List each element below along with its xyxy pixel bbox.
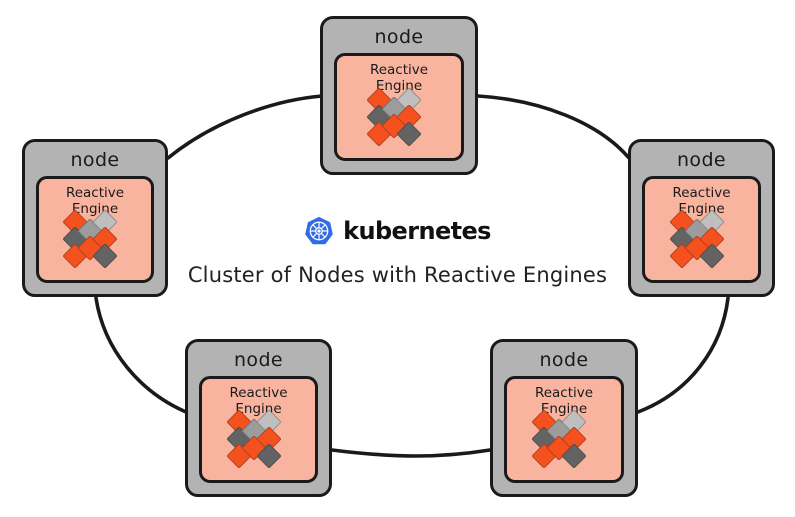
node-label: node	[374, 26, 424, 48]
diagram-title: Cluster of Nodes with Reactive Engines	[187, 263, 608, 287]
reactive-engine-panel[interactable]: Reactive Engine	[504, 376, 624, 483]
edge-left-to-top	[166, 94, 324, 160]
diamond-lattice	[225, 409, 290, 469]
node-label: node	[70, 149, 120, 171]
diamond-lattice	[531, 409, 595, 469]
kubernetes-wordmark: kubernetes	[343, 217, 491, 245]
edge-top-to-right	[476, 94, 631, 160]
reactive-engine-panel[interactable]: Reactive Engine	[199, 376, 318, 483]
diamond-lattice	[366, 87, 430, 147]
diamond-lattice	[62, 209, 126, 269]
edge-bottom-left-to-bottom-right	[330, 448, 492, 458]
center-block: kubernetes Cluster of Nodes with Reactiv…	[0, 214, 795, 287]
edge-left-to-bottom-left	[94, 296, 188, 414]
reactive-engine-panel[interactable]: Reactive Engine	[36, 176, 154, 283]
reactive-engine-panel[interactable]: Reactive Engine	[334, 53, 464, 161]
node-label: node	[539, 349, 589, 371]
node-label: node	[676, 149, 727, 171]
edge-bottom-right-to-right	[636, 296, 730, 414]
diamond-lattice	[668, 209, 733, 269]
kubernetes-brand: kubernetes	[0, 214, 795, 248]
reactive-engine-panel[interactable]: Reactive Engine	[642, 176, 761, 283]
kubernetes-helm-wheel-icon	[304, 216, 334, 246]
node-label: node	[233, 349, 284, 371]
